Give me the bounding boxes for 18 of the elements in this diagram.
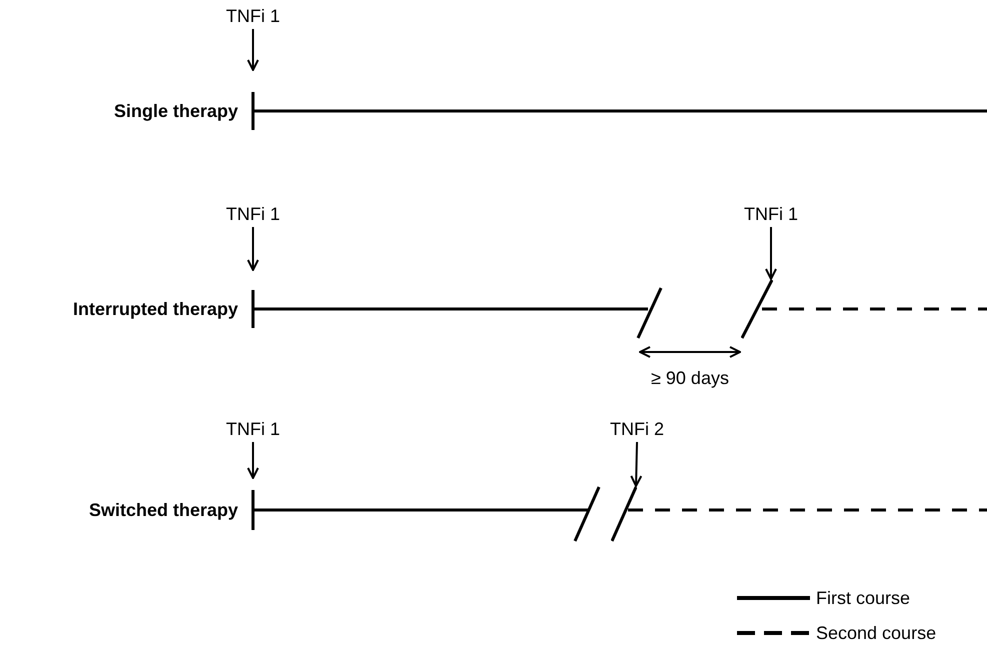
row-label: Single therapy bbox=[114, 100, 238, 122]
break-mark bbox=[741, 279, 773, 339]
arrow bbox=[247, 29, 259, 71]
arrow bbox=[247, 227, 259, 271]
interval-label: ≥ 90 days bbox=[651, 367, 729, 389]
drug-label: TNFi 1 bbox=[226, 203, 280, 225]
row-label: Interrupted therapy bbox=[72, 298, 238, 320]
arrow bbox=[630, 442, 642, 487]
drug-label: TNFi 1 bbox=[226, 5, 280, 27]
arrow bbox=[765, 227, 777, 280]
drug-label: TNFi 1 bbox=[226, 418, 280, 440]
drug-label: TNFi 2 bbox=[610, 418, 664, 440]
break-mark bbox=[611, 486, 637, 542]
legend-label: Second course bbox=[816, 622, 936, 644]
legend-label: First course bbox=[816, 587, 910, 609]
arrow bbox=[247, 442, 259, 479]
drug-label: TNFi 1 bbox=[744, 203, 798, 225]
row-label: Switched therapy bbox=[88, 499, 238, 521]
